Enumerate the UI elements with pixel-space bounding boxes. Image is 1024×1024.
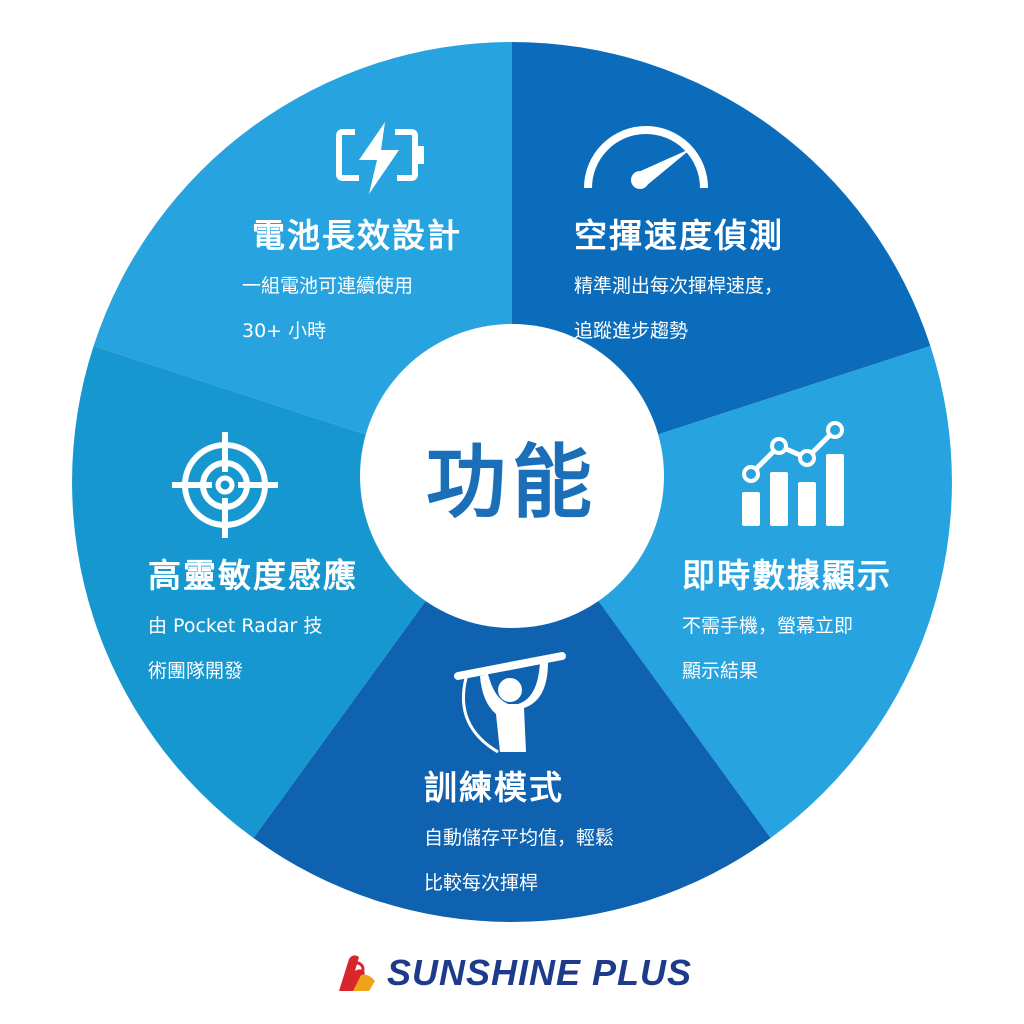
training-text: 訓練模式 自動儲存平均值，輕鬆 比較每次揮桿: [424, 768, 614, 906]
golfer-icon: [454, 652, 566, 754]
bar-chart-icon: [742, 421, 844, 526]
center-circle: [360, 324, 664, 628]
training-desc-line1: 自動儲存平均值，輕鬆: [424, 827, 615, 849]
battery-text: 電池長效設計 一組電池可連續使用 30+ 小時: [242, 216, 462, 354]
battery-desc-line1: 一組電池可連續使用: [242, 275, 414, 297]
battery-bolt-icon: [336, 122, 424, 194]
display-title: 即時數據顯示: [682, 556, 892, 595]
display-desc-line1: 不需手機，螢幕立即: [682, 615, 854, 637]
sensitivity-desc-line2: 術團隊開發: [148, 660, 244, 682]
crosshair-icon: [172, 432, 278, 538]
speed-text: 空揮速度偵測 精準測出每次揮桿速度， 追蹤進步趨勢: [574, 216, 784, 354]
display-desc-line2: 顯示結果: [682, 660, 759, 682]
center-title: 功能: [426, 436, 598, 529]
brand-mark-icon: [339, 954, 375, 991]
segment-training: [253, 482, 771, 923]
display-text: 即時數據顯示 不需手機，螢幕立即 顯示結果: [682, 556, 892, 694]
training-desc-line2: 比較每次揮桿: [424, 872, 539, 894]
battery-title: 電池長效設計: [252, 216, 462, 255]
brand-name: SUNSHINE PLUS: [387, 951, 693, 993]
sensitivity-desc-line1: 由 Pocket Radar 技: [148, 615, 323, 637]
battery-desc-line2: 30+ 小時: [242, 320, 327, 342]
speed-desc-line2: 追蹤進步趨勢: [574, 320, 689, 342]
speedometer-icon: [584, 126, 708, 189]
sensitivity-title: 高靈敏度感應: [148, 556, 358, 595]
brand-logo: SUNSHINE PLUS: [335, 945, 695, 1000]
sensitivity-text: 高靈敏度感應 由 Pocket Radar 技 術團隊開發: [148, 556, 358, 694]
speed-desc-line1: 精準測出每次揮桿速度，: [574, 275, 784, 297]
speed-title: 空揮速度偵測: [574, 216, 784, 255]
training-title: 訓練模式: [424, 768, 564, 807]
